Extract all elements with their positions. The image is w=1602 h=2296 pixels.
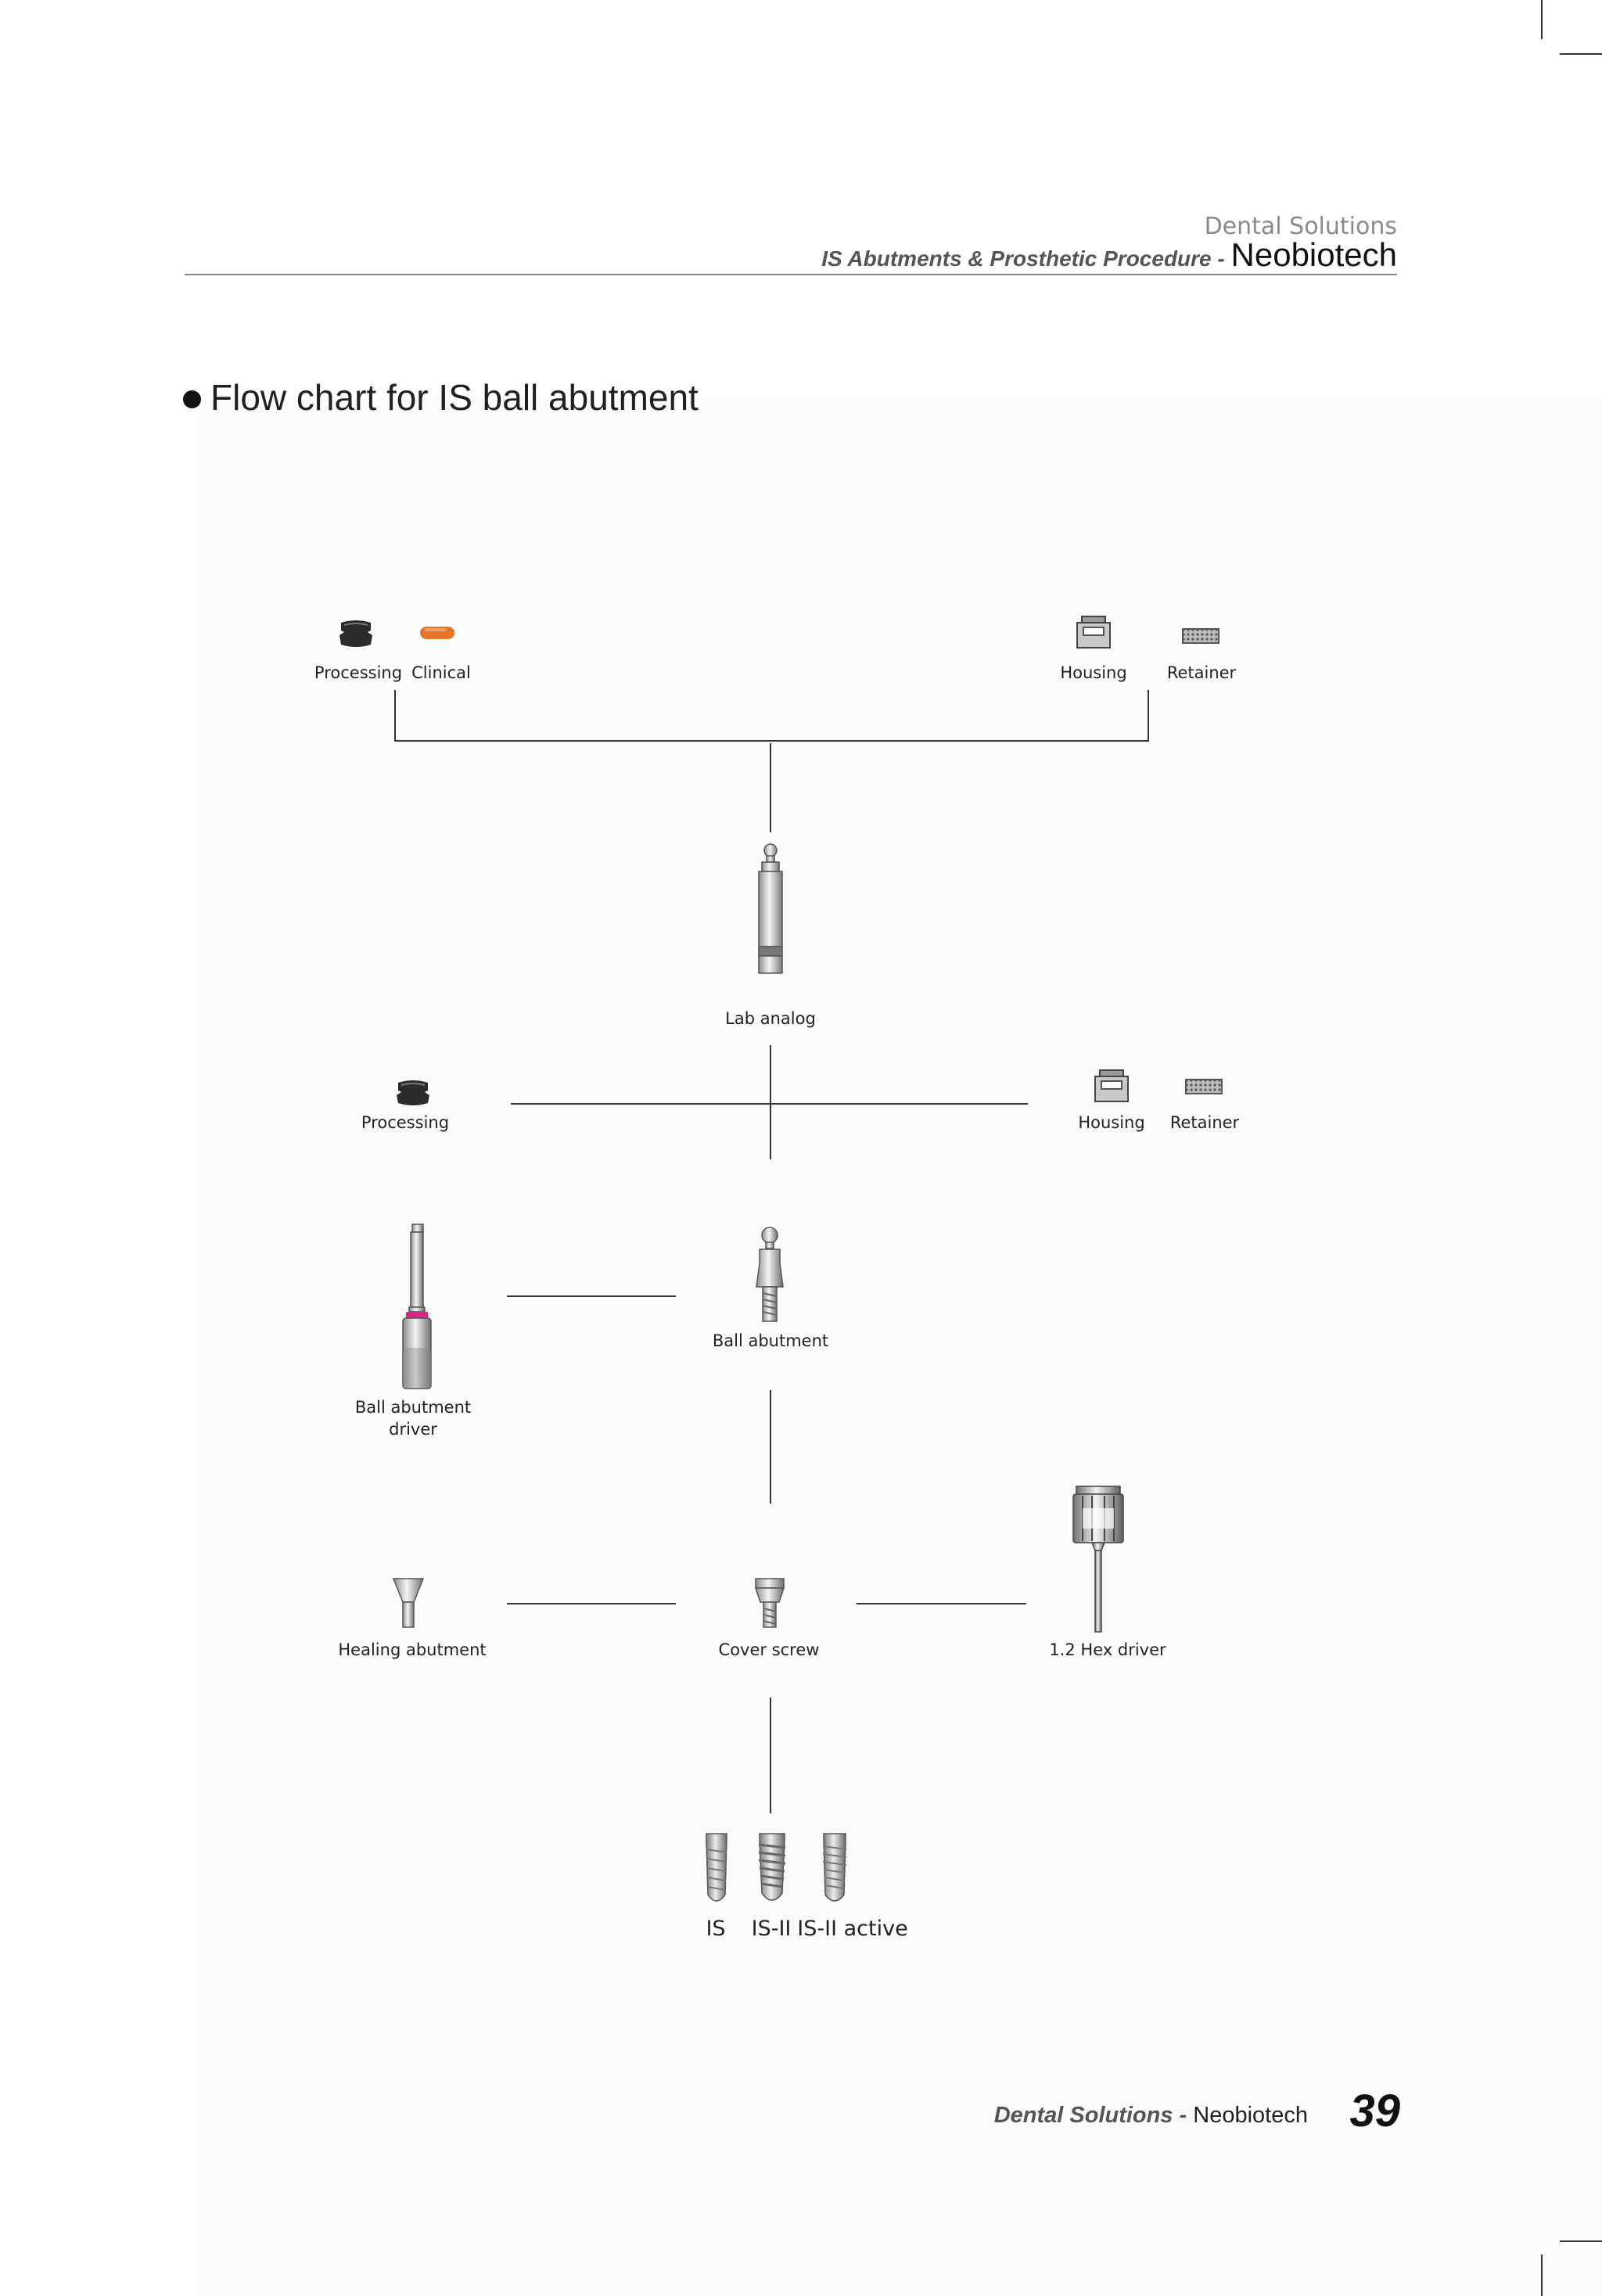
implant-is2-active-icon xyxy=(822,1833,847,1902)
footer-separator: - xyxy=(1173,2103,1194,2128)
clinical-cap-icon xyxy=(420,627,454,639)
page-title: Flow chart for IS ball abutment xyxy=(183,376,699,419)
label-implant-is2-active: IS-II active xyxy=(797,1917,908,1941)
footer-brand: Neobiotech xyxy=(1193,2103,1308,2128)
label-housing-top: Housing xyxy=(1060,663,1127,682)
label-housing-mid: Housing xyxy=(1078,1113,1145,1132)
label-lab-analog: Lab analog xyxy=(725,1009,816,1028)
hex-driver-icon xyxy=(1072,1486,1124,1633)
label-processing-top: Processing xyxy=(314,663,403,682)
healing-abutment-icon xyxy=(392,1578,425,1628)
label-cover-screw: Cover screw xyxy=(718,1640,820,1659)
ball-abutment-driver-icon xyxy=(402,1223,432,1389)
cover-screw-icon xyxy=(754,1578,785,1628)
label-ball-abutment: Ball abutment xyxy=(712,1331,829,1350)
lab-analog-icon xyxy=(758,843,783,974)
retainer-icon xyxy=(1182,628,1219,644)
header-series: Dental Solutions xyxy=(1204,213,1397,240)
ball-abutment-icon xyxy=(756,1227,784,1322)
housing-icon xyxy=(1076,616,1111,649)
processing-cap-icon xyxy=(397,1080,429,1105)
crop-mark xyxy=(1541,0,1543,39)
label-retainer-mid: Retainer xyxy=(1169,1113,1240,1132)
label-hex-driver: 1.2 Hex driver xyxy=(1049,1640,1166,1659)
page-number: 39 xyxy=(1349,2086,1400,2136)
header-separator: - xyxy=(1211,246,1231,271)
header-line: IS Abutments & Prosthetic Procedure - Ne… xyxy=(821,236,1397,274)
content-background xyxy=(198,399,1602,2296)
label-ball-abutment-driver: Ball abutment driver xyxy=(354,1398,472,1439)
label-healing-abutment: Healing abutment xyxy=(338,1640,487,1659)
implant-is-icon xyxy=(706,1833,727,1902)
label-processing-mid: Processing xyxy=(361,1113,450,1132)
label-retainer-top: Retainer xyxy=(1166,663,1237,682)
label-clinical: Clinical xyxy=(411,663,471,682)
crop-mark xyxy=(1560,53,1602,55)
crop-mark xyxy=(1560,2240,1602,2242)
header-rule xyxy=(185,274,1397,275)
implant-is2-icon xyxy=(758,1833,786,1901)
footer-line: Dental Solutions - Neobiotech xyxy=(994,2103,1308,2129)
bullet-icon xyxy=(183,390,201,408)
footer-series: Dental Solutions xyxy=(993,2103,1173,2128)
label-implant-is2: IS-II xyxy=(751,1917,792,1941)
label-implant-is: IS xyxy=(706,1917,726,1941)
page-title-text: Flow chart for IS ball abutment xyxy=(210,377,699,418)
header-section: IS Abutments & Prosthetic Procedure xyxy=(821,246,1212,271)
top-bracket-line xyxy=(394,690,1149,742)
crop-mark xyxy=(1541,2255,1543,2296)
processing-cap-icon xyxy=(339,620,372,647)
retainer-icon xyxy=(1185,1079,1223,1094)
header-brand: Neobiotech xyxy=(1230,236,1397,273)
housing-icon xyxy=(1094,1069,1129,1102)
